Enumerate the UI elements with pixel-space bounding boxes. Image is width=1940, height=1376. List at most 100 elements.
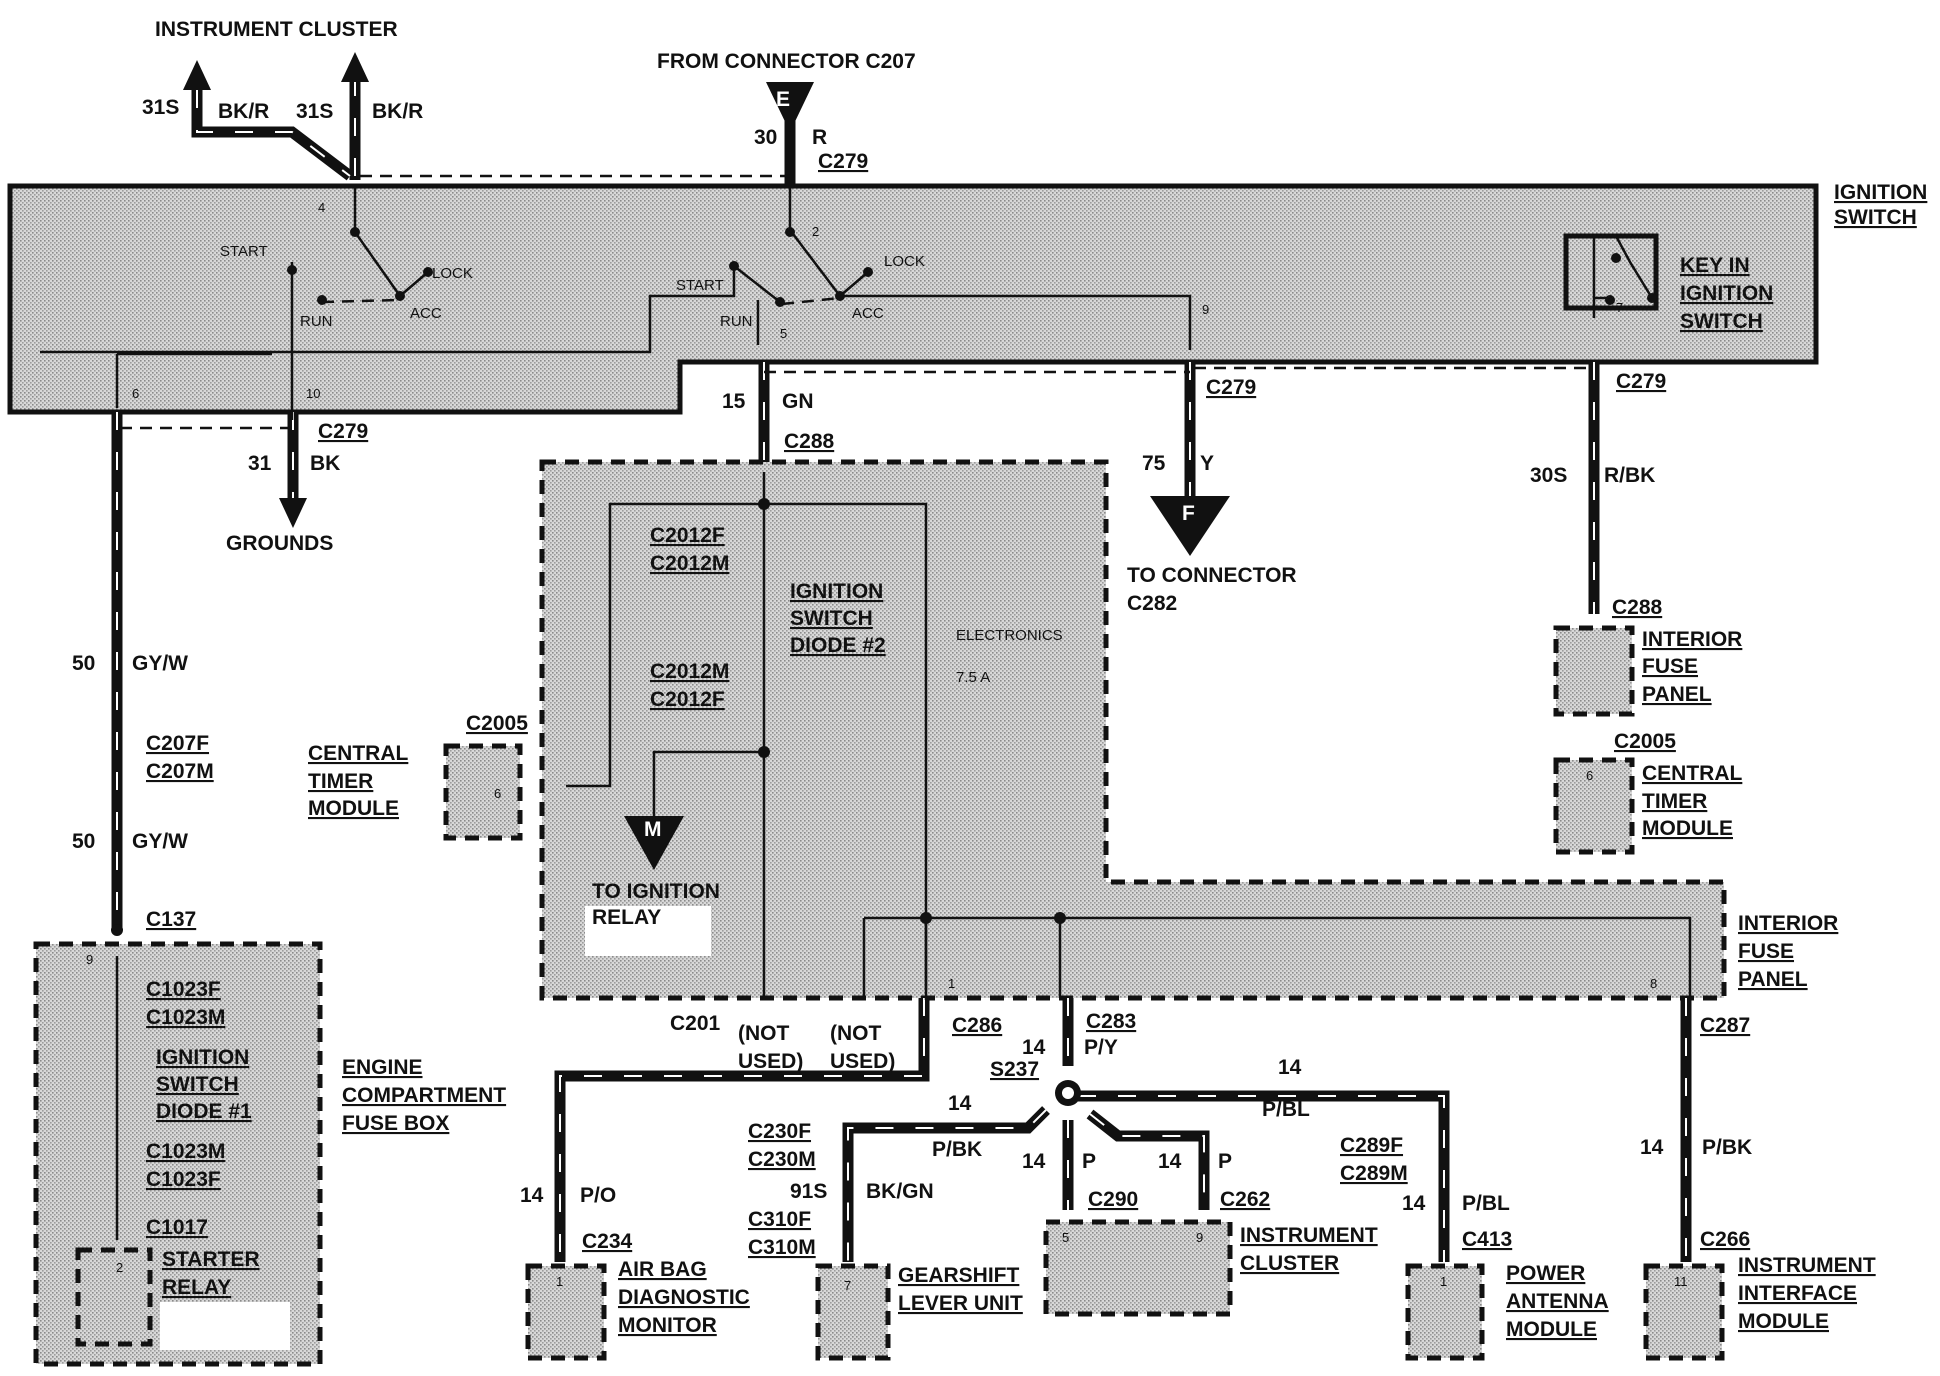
svg-text:C289F: C289F [1340,1134,1403,1157]
svg-text:9: 9 [1196,1230,1203,1245]
svg-text:P: P [1218,1150,1232,1173]
power-antenna-module [1405,1263,1485,1361]
svg-text:C279: C279 [1616,370,1666,393]
svg-text:BK/GN: BK/GN [866,1180,934,1203]
ctm-left-1: CENTRAL [308,742,408,765]
iim-1: INSTRUMENT [1738,1254,1876,1277]
svg-text:C266: C266 [1700,1228,1750,1251]
svg-text:14: 14 [1278,1056,1302,1079]
svg-text:C262: C262 [1220,1188,1270,1211]
key-in-label-2: IGNITION [1680,282,1773,305]
ifp-right-2: FUSE [1642,655,1698,678]
ic-bottom-1: INSTRUMENT [1240,1224,1378,1247]
svg-text:4: 4 [318,200,325,215]
svg-text:C289M: C289M [1340,1162,1408,1185]
svg-text:9: 9 [1202,302,1209,317]
ifp-lower-1: INTERIOR [1738,912,1838,935]
gearshift-1: GEARSHIFT [898,1264,1020,1287]
svg-text:6: 6 [132,386,139,401]
svg-text:31S: 31S [142,96,179,119]
svg-text:C283: C283 [1086,1010,1136,1033]
ctm-right-1: CENTRAL [1642,762,1742,785]
svg-text:7: 7 [844,1278,851,1293]
svg-text:1: 1 [1440,1274,1447,1289]
to-connector-label-1: TO CONNECTOR [1127,564,1297,587]
diode1-2: SWITCH [156,1073,239,1096]
ctm-left-3: MODULE [308,797,399,820]
svg-text:C201: C201 [670,1012,721,1035]
svg-text:6: 6 [1586,768,1593,783]
svg-text:C279: C279 [818,150,868,173]
svg-text:14: 14 [1158,1150,1182,1173]
pos-lock-2: LOCK [884,253,925,270]
svg-text:1: 1 [556,1274,563,1289]
pos-acc-2: ACC [852,305,884,322]
connector-f-marker [1150,496,1230,556]
to-connector-label-2: C282 [1127,592,1177,615]
not-used-2b: USED) [830,1050,895,1073]
svg-text:11: 11 [1674,1274,1688,1289]
svg-text:C1023F: C1023F [146,978,221,1001]
diode2-1: IGNITION [790,580,883,603]
svg-text:S237: S237 [990,1058,1039,1081]
svg-text:R/BK: R/BK [1604,464,1655,487]
svg-text:31S: 31S [296,100,333,123]
diode1-3: DIODE #1 [156,1100,252,1123]
svg-text:C288: C288 [784,430,835,453]
instrument-cluster-top-label: INSTRUMENT CLUSTER [155,18,398,41]
engine-box-3: FUSE BOX [342,1112,449,1135]
wire-arrowheads [183,52,1230,1106]
iim-3: MODULE [1738,1310,1829,1333]
pos-start-1: START [220,243,268,260]
component-labels: INSTRUMENT CLUSTER FROM CONNECTOR C207 E… [155,18,1927,1341]
svg-text:50: 50 [72,652,95,675]
svg-text:P/BL: P/BL [1462,1192,1510,1215]
ifp-lower-3: PANEL [1738,968,1808,991]
svg-text:C1017: C1017 [146,1216,208,1239]
pos-start-2: START [676,277,724,294]
harness-wires [111,78,1692,1262]
svg-text:14: 14 [1022,1150,1046,1173]
pos-run-1: RUN [300,313,333,330]
svg-text:C234: C234 [582,1230,633,1253]
engine-box-2: COMPARTMENT [342,1084,506,1107]
ignition-switch-body [7,183,1819,415]
svg-text:8: 8 [1650,976,1657,991]
svg-text:14: 14 [520,1184,544,1207]
diode1-1: IGNITION [156,1046,249,1069]
svg-text:50: 50 [72,830,95,853]
not-used-2a: (NOT [830,1022,881,1045]
ic-bottom-2: CLUSTER [1240,1252,1339,1275]
junction-dots [111,227,1657,936]
svg-text:C287: C287 [1700,1014,1750,1037]
svg-text:C1023M: C1023M [146,1006,225,1029]
svg-text:C286: C286 [952,1014,1002,1037]
svg-text:31: 31 [248,452,272,475]
svg-text:P/BK: P/BK [932,1138,982,1161]
svg-text:9: 9 [86,952,93,967]
diode2-2: SWITCH [790,607,873,630]
connector-labels: C279 C279 C279 C279 C288 C288 C2012F C20… [146,150,1750,1259]
svg-text:R: R [812,126,827,149]
svg-text:C2012F: C2012F [650,524,725,547]
svg-text:10: 10 [306,386,320,401]
connector-e-marker [766,82,814,132]
svg-text:C1023F: C1023F [146,1168,221,1191]
ifp-lower-2: FUSE [1738,940,1794,963]
svg-text:1: 1 [948,976,955,991]
svg-text:91S: 91S [790,1180,827,1203]
svg-text:C207F: C207F [146,732,209,755]
key-in-label-3: SWITCH [1680,310,1763,333]
internal-circuits [40,174,1692,1250]
instrument-interface-module [1643,1263,1725,1361]
air-bag-2: DIAGNOSTIC [618,1286,750,1309]
air-bag-1: AIR BAG [618,1258,707,1281]
key-in-label-1: KEY IN [1680,254,1750,277]
ifp-right-3: PANEL [1642,683,1712,706]
svg-text:C207M: C207M [146,760,214,783]
ignition-switch-label-1: IGNITION [1834,181,1927,204]
connector-m-marker [624,816,684,870]
to-ignition-relay-2: RELAY [592,906,661,929]
air-bag-diagnostic-monitor [525,1263,607,1361]
